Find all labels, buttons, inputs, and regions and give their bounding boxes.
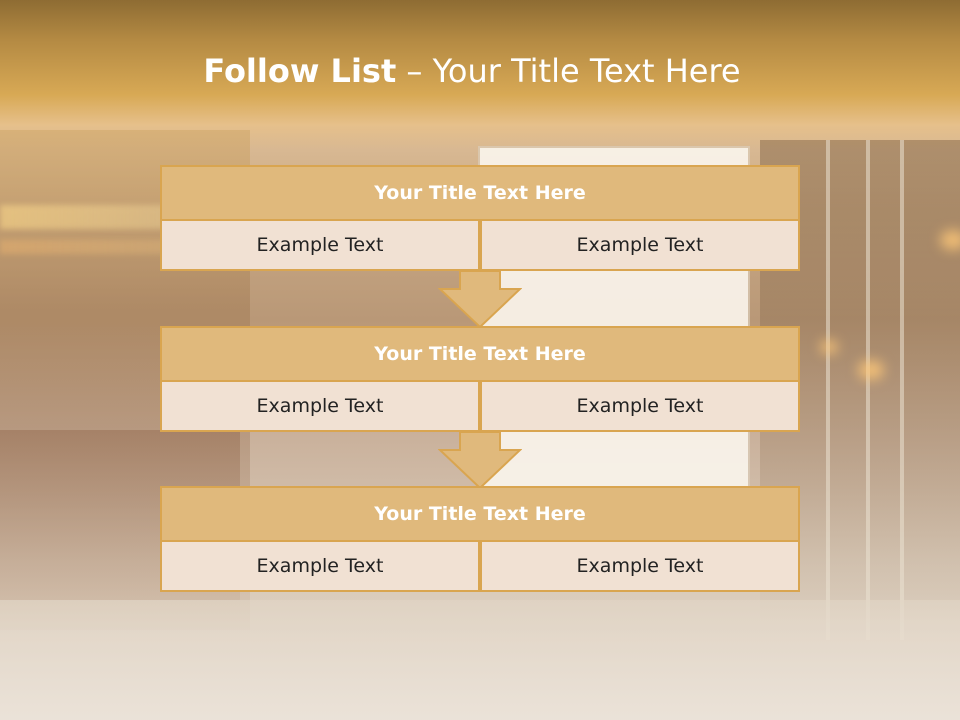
slide-title-rest: – Your Title Text Here — [396, 52, 741, 90]
flow-block-right-cell: Example Text — [480, 221, 800, 271]
flow-block-heading: Your Title Text Here — [160, 326, 800, 382]
down-arrow-icon — [438, 431, 522, 489]
background-floor — [0, 600, 960, 720]
flow-block: Your Title Text Here Example Text Exampl… — [160, 326, 800, 432]
flow-block-heading: Your Title Text Here — [160, 486, 800, 542]
slide-title: Follow List – Your Title Text Here — [0, 52, 944, 90]
background-pillar — [900, 140, 904, 640]
background-pillar — [826, 140, 830, 640]
flow-block: Your Title Text Here Example Text Exampl… — [160, 486, 800, 592]
flow-block-left-cell: Example Text — [160, 382, 480, 432]
down-arrow-icon — [438, 270, 522, 328]
flow-block-left-cell: Example Text — [160, 221, 480, 271]
background-light — [940, 230, 960, 250]
flow-block-left-cell: Example Text — [160, 542, 480, 592]
background-light — [820, 340, 838, 354]
background-pillar — [866, 140, 870, 640]
background-light — [858, 360, 884, 380]
slide-title-bold: Follow List — [203, 52, 397, 90]
flow-block: Your Title Text Here Example Text Exampl… — [160, 165, 800, 271]
flow-block-heading: Your Title Text Here — [160, 165, 800, 221]
flow-block-right-cell: Example Text — [480, 542, 800, 592]
flow-block-right-cell: Example Text — [480, 382, 800, 432]
